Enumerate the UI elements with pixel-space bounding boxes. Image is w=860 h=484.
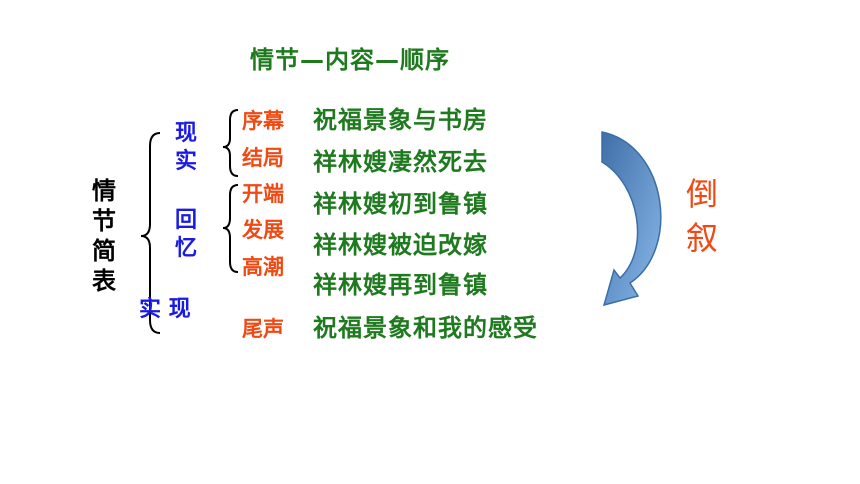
category-recall: 回忆 — [174, 208, 197, 261]
recall-brace-icon — [222, 184, 239, 273]
plot-content: 祝福景象与书房 — [313, 106, 488, 134]
flashback-label: 倒叙 — [685, 175, 718, 257]
plot-content: 祥林嫂被迫改嫁 — [313, 231, 488, 259]
plot-content: 祝福景象和我的感受 — [313, 314, 538, 342]
vertical-label: 情节简表 — [92, 177, 116, 295]
reality-brace-icon — [222, 109, 239, 177]
phase-label: 开端 — [242, 182, 284, 206]
page-title: 情节—内容—顺序 — [250, 46, 450, 74]
phase-label: 发展 — [242, 218, 284, 242]
phase-label: 结局 — [242, 146, 284, 170]
phase-label: 尾声 — [242, 317, 284, 341]
phase-label: 序幕 — [242, 109, 284, 133]
category-reality-top: 现实 — [174, 121, 197, 174]
phase-label: 高潮 — [242, 255, 284, 279]
curved-arrow-icon — [601, 131, 662, 307]
plot-content: 祥林嫂凄然死去 — [313, 148, 488, 176]
main-brace-icon — [140, 132, 161, 334]
category-reality-bottom: 实 现 — [139, 297, 191, 322]
plot-content: 祥林嫂再到鲁镇 — [313, 271, 488, 299]
plot-content: 祥林嫂初到鲁镇 — [313, 190, 488, 218]
